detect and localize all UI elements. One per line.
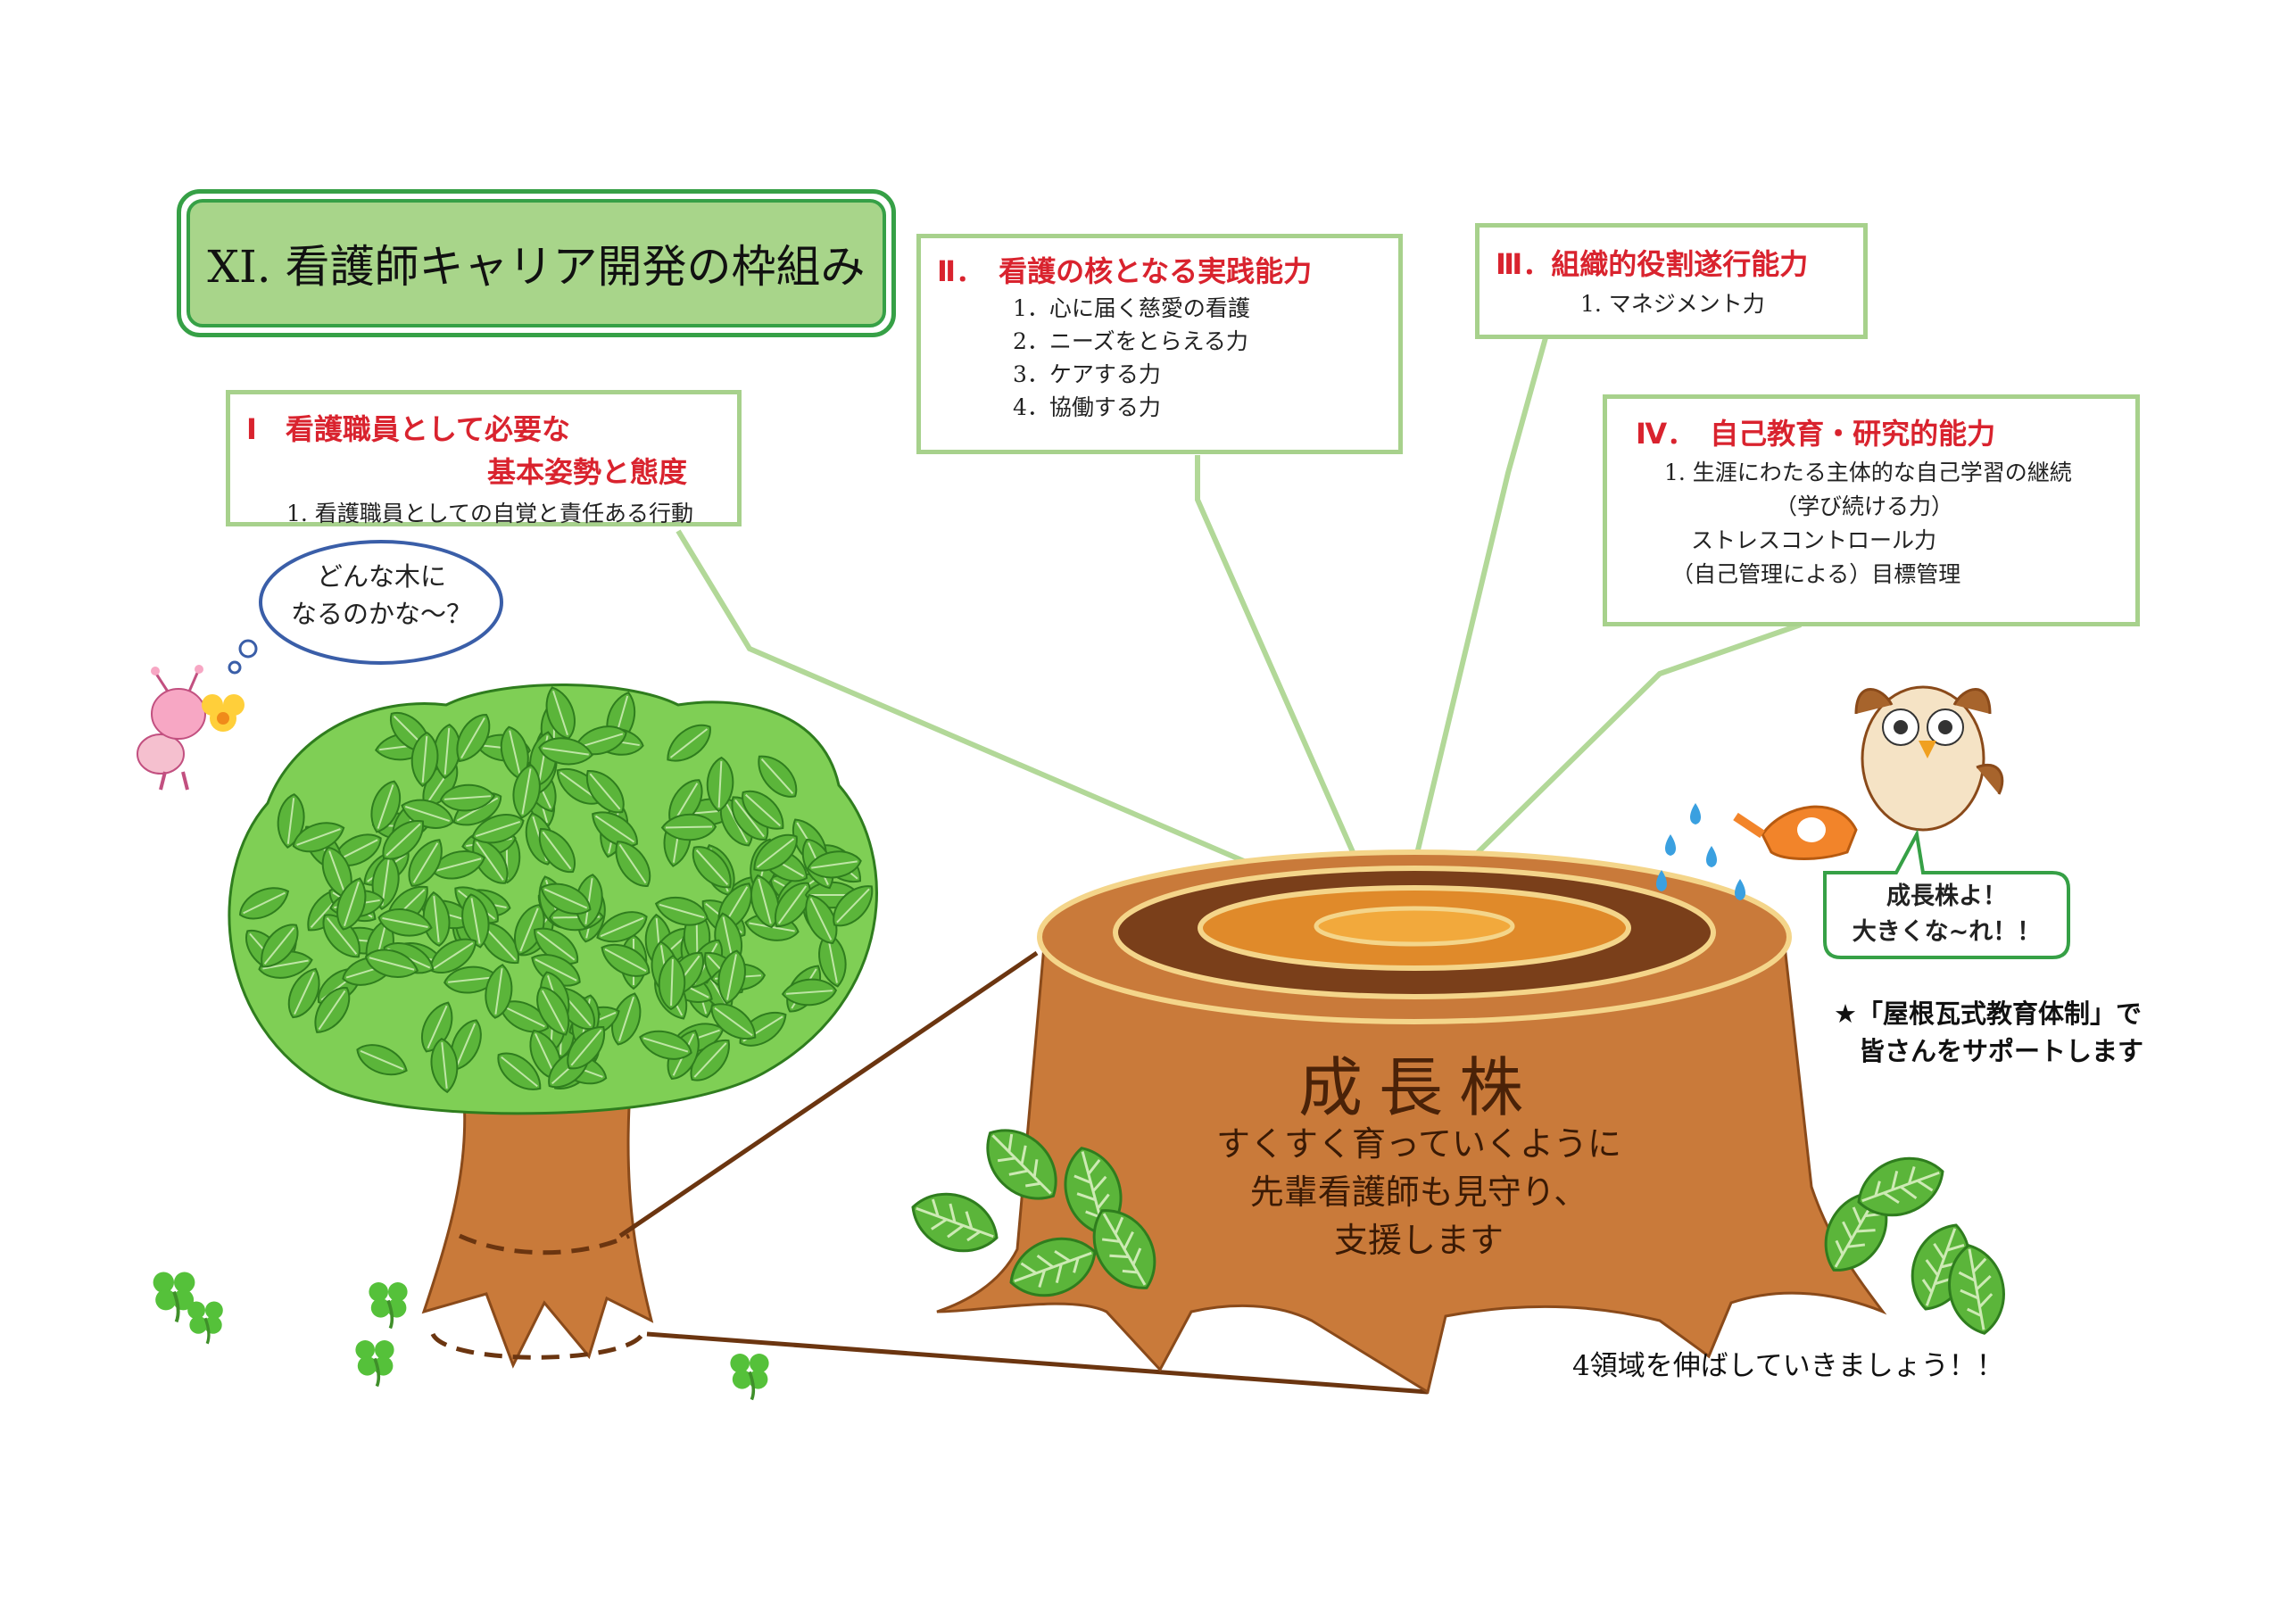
- connector-lines: [676, 334, 1802, 924]
- box4-item-3: ストレスコントロール力: [1691, 527, 1937, 553]
- box2-head: Ⅱ． 看護の核となる実践能力: [937, 254, 1313, 288]
- zoom-lines: [618, 950, 1429, 1395]
- thought-bubble-text: どんな木に なるのかな～？: [268, 558, 495, 633]
- box-core-practice: Ⅱ． 看護の核となる実践能力 1．心に届く慈愛の看護 2．ニーズをとらえる力 3…: [916, 234, 1403, 454]
- page-title: XI. 看護師キャリア開発の枠組み: [186, 199, 886, 327]
- footer-message: 4領域を伸ばしていきましょう！！: [1572, 1350, 2004, 1382]
- stump-line-1: すくすく育っていくように: [1215, 1124, 1622, 1164]
- box4-head: Ⅳ． 自己教育・研究的能力: [1636, 417, 1996, 451]
- owl-character-icon: [1733, 685, 2004, 860]
- box3-item-1: 1. マネジメント力: [1580, 291, 1765, 317]
- box-organizational-role: Ⅲ．組織的役割遂行能力 1. マネジメント力: [1475, 223, 1868, 339]
- box-basic-attitude: Ⅰ 看護職員として必要な 基本姿勢と態度 1. 看護職員としての自覚と責任ある行…: [226, 390, 742, 526]
- water-drops-icon: [1656, 803, 1745, 900]
- stump-message: すくすく育っていくように 先輩看護師も見守り、 支援します: [1151, 1120, 1687, 1264]
- title-frame: XI. 看護師キャリア開発の枠組み: [177, 189, 896, 337]
- note-line-2: 皆さんをサポートします: [1859, 1036, 2144, 1066]
- box4-item-4: （自己管理による）目標管理: [1671, 561, 1961, 587]
- box1-head-line2: 基本姿勢と態度: [487, 455, 688, 489]
- stump: [936, 849, 1887, 1395]
- stump-line-3: 支援します: [1333, 1221, 1504, 1260]
- stump-line-2: 先輩看護師も見守り、: [1249, 1172, 1588, 1212]
- owl-line-1: 成長株よ！: [1886, 882, 2007, 910]
- box2-item-4: 4．協働する力: [1013, 394, 1161, 420]
- box1-head-line1: Ⅰ 看護職員として必要な: [246, 412, 570, 446]
- box2-item-3: 3．ケアする力: [1013, 361, 1161, 387]
- box4-item-2: （学び続ける力）: [1775, 493, 1954, 519]
- thought-line-2: なるのかな～？: [290, 599, 472, 629]
- box4-item-1: 1. 生涯にわたる主体的な自己学習の継続: [1664, 460, 2072, 485]
- thought-bubble-shape: [228, 540, 503, 675]
- fairy-character-icon: [137, 665, 245, 791]
- box3-head: Ⅲ．組織的役割遂行能力: [1496, 247, 1809, 281]
- support-note: ★「屋根瓦式教育体制」で 皆さんをサポートします: [1834, 995, 2143, 1070]
- box2-item-2: 2．ニーズをとらえる力: [1013, 328, 1248, 354]
- stump-title: 成長株: [1297, 1050, 1539, 1125]
- box2-item-1: 1．心に届く慈愛の看護: [1013, 295, 1250, 321]
- tree: [228, 683, 883, 1369]
- owl-line-2: 大きくな~れ！！: [1852, 918, 2042, 946]
- box2-items: 1．心に届く慈愛の看護 2．ニーズをとらえる力 3．ケアする力 4．協働する力: [937, 292, 1382, 424]
- owl-speech-bubble-shape: [1823, 828, 2070, 959]
- thought-line-1: どんな木に: [316, 561, 446, 592]
- stump-leaves-right: [1809, 1145, 2012, 1339]
- owl-bubble-text: 成長株よ！ 大きくな~れ！！: [1825, 879, 2068, 950]
- box1-item-1: 1. 看護職員としての自覚と責任ある行動: [286, 501, 694, 526]
- box-self-education: Ⅳ． 自己教育・研究的能力 1. 生涯にわたる主体的な自己学習の継続 （学び続け…: [1603, 394, 2140, 626]
- note-line-1: ★「屋根瓦式教育体制」で: [1834, 998, 2142, 1029]
